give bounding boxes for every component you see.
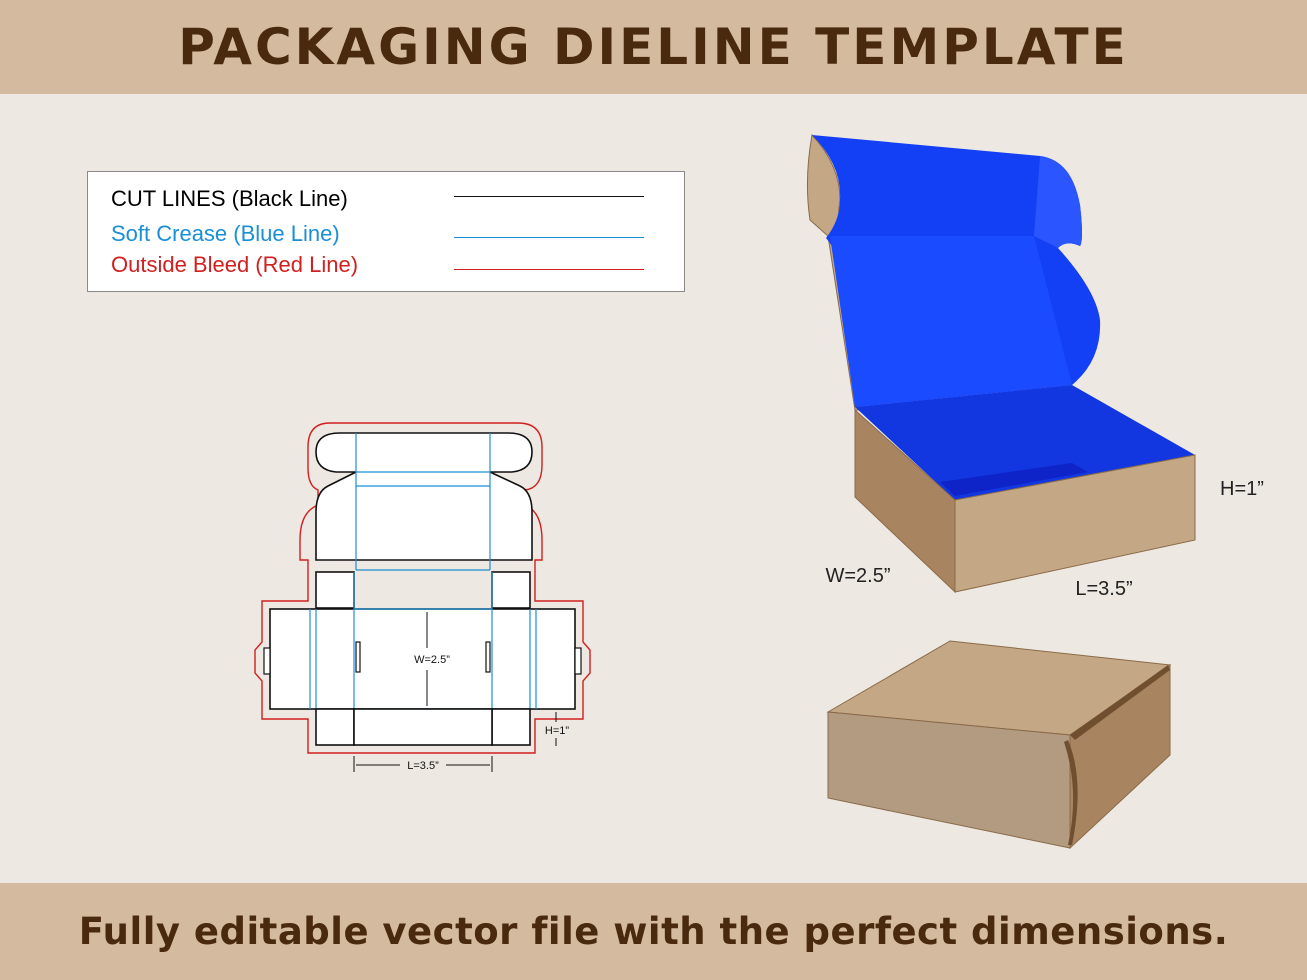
closed-box-top-edge bbox=[1070, 665, 1170, 740]
open-box-lid-inner-panel bbox=[830, 236, 1072, 407]
dieline-notch bbox=[574, 647, 582, 675]
dieline-height-label: H=1” bbox=[545, 725, 569, 737]
legend-cut-label: CUT LINES (Black Line) bbox=[111, 186, 348, 211]
box-height-label: H=1” bbox=[1220, 478, 1264, 500]
header-banner: PACKAGING DIELINE TEMPLATE bbox=[0, 0, 1307, 94]
dieline-slot bbox=[485, 641, 491, 673]
closed-box-front bbox=[827, 711, 1071, 849]
dieline-notch bbox=[263, 647, 271, 675]
open-box-interior-back bbox=[855, 385, 1195, 500]
footer-text: Fully editable vector file with the perf… bbox=[78, 910, 1229, 953]
legend-cut-line bbox=[454, 196, 644, 197]
open-box-interior-floor bbox=[940, 463, 1088, 496]
footer-banner: Fully editable vector file with the perf… bbox=[0, 883, 1307, 980]
dieline-slot bbox=[355, 641, 361, 673]
closed-box-flap-edge bbox=[1064, 740, 1078, 845]
dieline-bottom-panel bbox=[353, 708, 493, 746]
legend-crease-label: Soft Crease (Blue Line) bbox=[111, 221, 340, 246]
dieline-width-label: W=2.5” bbox=[414, 654, 450, 666]
legend-bleed-label: Outside Bleed (Red Line) bbox=[111, 252, 359, 277]
open-box-lid-fold bbox=[1034, 156, 1082, 248]
box-length-label: L=3.5” bbox=[1075, 578, 1132, 600]
box-width-label: W=2.5” bbox=[825, 565, 890, 587]
legend-crease-line bbox=[454, 237, 644, 238]
dieline-lid-outline bbox=[315, 432, 533, 561]
line-legend: CUT LINES (Black Line) Soft Crease (Blue… bbox=[87, 171, 685, 292]
dieline-length-label: L=3.5” bbox=[407, 760, 439, 772]
open-box-front-wall bbox=[954, 454, 1196, 593]
dieline-bleed-outline bbox=[254, 422, 591, 754]
page-title: PACKAGING DIELINE TEMPLATE bbox=[178, 18, 1129, 76]
legend-bleed-line bbox=[454, 269, 644, 270]
